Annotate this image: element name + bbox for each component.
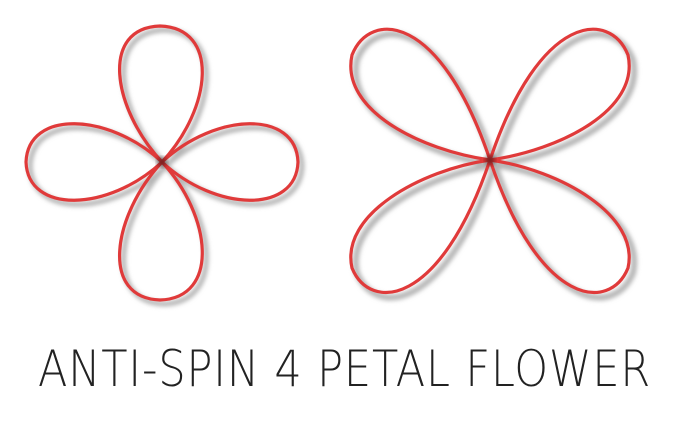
petal-top-left xyxy=(349,27,492,162)
flower-plus-core xyxy=(157,157,167,167)
flower-x-shadow xyxy=(352,31,638,301)
petal-top xyxy=(117,24,204,164)
caption-title: ANTI-SPIN 4 PETAL FLOWER xyxy=(38,340,652,398)
flower-x xyxy=(349,27,638,301)
flower-x-core xyxy=(485,155,495,165)
flower-plus xyxy=(24,24,305,307)
petal-bottom-right xyxy=(488,158,631,295)
flower-plus-shadow xyxy=(27,27,305,307)
petal-bottom-left xyxy=(349,158,492,295)
petal-left xyxy=(24,122,164,202)
petal-top-right xyxy=(488,27,631,162)
petal-right xyxy=(160,122,300,202)
flower-plus-petals xyxy=(24,24,300,302)
flower-x-petals xyxy=(349,27,631,295)
petal-bottom xyxy=(117,160,204,302)
